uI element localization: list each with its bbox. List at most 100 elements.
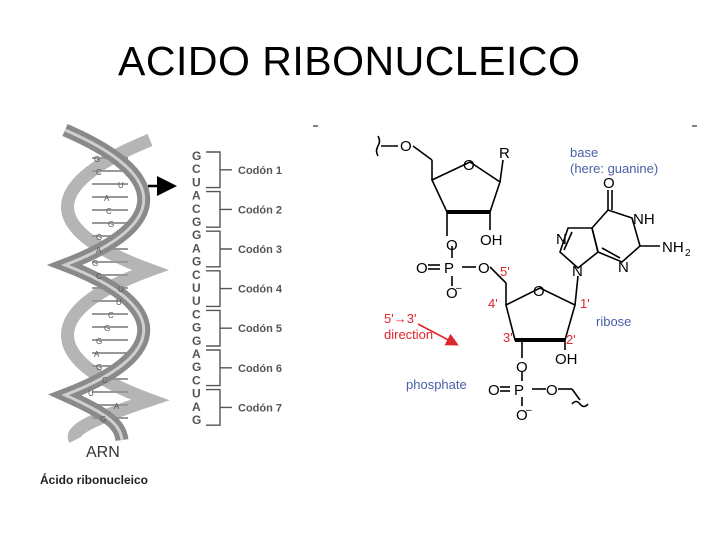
atom-p-top: P [444,260,454,277]
strand-letter: A [192,241,201,255]
atom-p-bottom: P [514,382,524,399]
codon-bracket [206,190,232,228]
label-base-note: (here: guanine) [570,161,658,176]
wavy-bond-bottom [571,400,589,408]
atom-n-right: N [618,259,629,276]
label-5prime: 5' [500,264,510,279]
helix-base-letter: C [106,207,112,216]
label-base: base [570,145,598,160]
helix-base-letter: A [114,402,120,411]
atom-o-eq-bottom: O [488,382,500,399]
codon-bracket [206,230,232,268]
helix-base-letter: G [100,415,106,424]
atom-o-ring2: O [533,283,545,300]
helix-base-letter: A [104,194,110,203]
charge-minus-bottom: – [526,405,532,416]
strand-letter: C [192,202,201,216]
atom-o-minus-top: O [446,285,458,302]
atom-oh-bottom: OH [555,351,578,368]
atom-o-eq-top: O [416,260,428,277]
helix-base-letter: A [96,246,102,255]
helix-base-letter: U [118,285,124,294]
codon-label: Codón 3 [238,244,282,256]
atom-o-carbonyl: O [603,175,615,192]
helix-front-highlight [60,128,145,441]
strand-letter: G [192,228,201,242]
strand-letter: G [192,334,201,348]
ribose-ring-top [430,161,501,213]
strand-letter: G [192,149,201,163]
charge-minus-top: – [456,283,462,294]
codon-label: Codón 6 [238,363,282,375]
codon-label: Codón 4 [238,284,283,296]
helix-base-letter: U [116,298,122,307]
helix-base-letter: G [94,155,100,164]
codon-label: Codón 2 [238,204,282,216]
helix-base-letter: G [92,259,98,268]
atom-o-left: O [446,237,458,254]
atom-o-minus-bottom: O [516,407,528,424]
codon-bracket [206,388,232,426]
slide-title: ACIDO RIBONUCLEICO [118,38,581,84]
strand-letter: U [192,294,201,308]
codon-bracket [206,349,232,387]
strand-letter: G [192,255,201,269]
direction-arrow-icon [417,323,459,346]
helix-base-letter: U [88,389,94,398]
nucleotide-structure [375,135,660,408]
strand-letter: C [192,162,201,176]
strand-letter: C [192,373,201,387]
atom-r-group: R [499,145,510,162]
strand-letter: A [192,400,201,414]
atom-o-top: O [400,138,412,155]
label-4prime: 4' [488,296,498,311]
label-2prime: 2' [566,332,576,347]
strand-letter: G [192,321,201,335]
helix-label: ARN [86,444,120,461]
atom-n-bottom: N [572,263,583,280]
codon-bracket [206,270,232,308]
helix-base-letter: C [96,168,102,177]
atom-o-ring1: O [463,157,475,174]
helix-base-letter: G [96,233,102,242]
direction-line1: 5'→3' [384,311,416,326]
helix-base-letter: A [94,350,100,359]
strand-letter: G [192,360,201,374]
atom-nh2: NH [662,239,684,256]
codon-label: Codón 1 [238,165,282,177]
codon-label: Codón 5 [238,323,282,335]
strand-letter: A [192,347,201,361]
strand-letter: A [192,189,201,203]
label-1prime: 1' [580,296,590,311]
atom-o-right: O [546,382,558,399]
label-phosphate: phosphate [406,377,467,392]
strand-letter: U [192,387,201,401]
wavy-bond-top [375,135,381,157]
atom-oh-top: OH [480,232,503,249]
atom-nh2-subscript: 2 [685,248,691,259]
strand-letter: G [192,413,201,427]
strand-letter: G [192,215,201,229]
helix-base-letter: C [102,376,108,385]
strand-letter: C [192,268,201,282]
strand-letter: C [192,307,201,321]
imidazole-ring [559,227,599,270]
strand-letter: U [192,175,201,189]
helix-base-letter: U [118,181,124,190]
helix-base-letter: G [104,324,110,333]
ribose-ring-bottom [505,287,576,341]
figure-caption: Ácido ribonucleico [40,472,148,487]
direction-line2: direction [384,327,433,342]
codon-label: Codón 7 [238,402,282,414]
helix-base-letter: G [96,337,102,346]
label-3prime: 3' [503,330,513,345]
helix-base-letter: C [108,311,114,320]
helix-base-letter: G [108,220,114,229]
label-ribose: ribose [596,314,631,329]
atom-o-link: O [478,260,490,277]
codon-bracket [206,309,232,347]
atom-o-3prime: O [516,359,528,376]
